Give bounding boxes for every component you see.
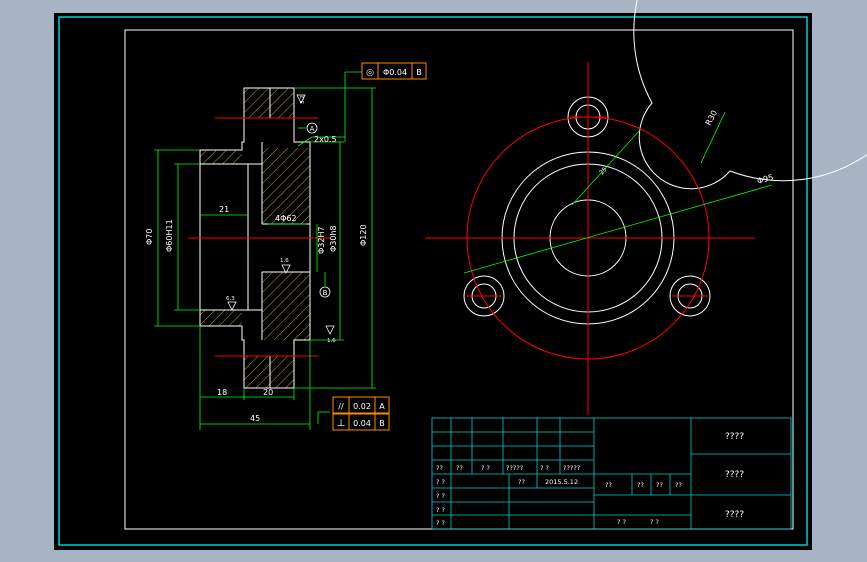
dim-45: 45 (250, 414, 260, 423)
tb-label-7: ? ? (436, 478, 445, 486)
tb-label-14: ?? (637, 481, 644, 489)
dim-d60h11: Φ60H11 (165, 219, 174, 252)
dim-20: 20 (263, 388, 273, 397)
dim-d95: Φ95 (756, 173, 774, 186)
dim-21: 21 (219, 205, 229, 214)
front-view-centerlines (425, 62, 755, 415)
tb-drawing-no: ???? (725, 510, 744, 520)
bolt-hole-left-outer (463, 275, 505, 317)
tb-label-6: ????? (563, 464, 580, 472)
tol-bottom-2-value: 0.04 (353, 419, 371, 428)
tb-label-16: ?? (675, 481, 682, 489)
dim-4d62: 4Φ62 (275, 214, 297, 223)
tolerance-frame-bottom: // 0.02 A ⊥ 0.04 B (332, 396, 390, 431)
dim-chamfer: 2x0.5 (314, 135, 337, 144)
datum-a-label: A (310, 125, 315, 133)
dim-d32h7: Φ32H7 (317, 226, 326, 254)
tb-label-10: ? ? (436, 519, 445, 527)
tb-label-17: ? ? (617, 518, 626, 526)
roughness-1: 3.2 (300, 95, 306, 104)
tol-bottom-2-symbol: ⊥ (337, 418, 346, 429)
title-block-right-texts: ???? ???? ???? (725, 432, 744, 520)
title-block-texts: ?? ?? ? ? ????? ? ? ????? ? ? ? ? ? ? ? … (436, 464, 682, 527)
title-block (431, 417, 792, 530)
tol-bottom-1-symbol: // (338, 402, 344, 411)
tb-label-5: ? ? (540, 464, 549, 472)
roughness-4: 1.6 (327, 338, 336, 344)
tol-top-datum: B (416, 68, 422, 77)
dim-r-small: 25 (598, 166, 608, 176)
roughness-symbols (227, 94, 335, 335)
flange-outline (633, 0, 867, 190)
tb-label-11: ?? (518, 478, 525, 486)
tb-label-3: ? ? (481, 464, 490, 472)
section-centerlines (188, 117, 330, 357)
tb-label-8: ? ? (436, 492, 445, 500)
tb-label-13: ?? (605, 481, 612, 489)
tb-date: 2015.5.12 (545, 478, 578, 486)
tb-label-4: ????? (506, 464, 523, 472)
tol-top-symbol: ◎ (366, 68, 374, 78)
tb-part-name: ???? (725, 432, 744, 442)
dimension-texts: Φ70 Φ60H11 Φ120 Φ30h8 Φ32H7 21 4Φ62 2x0.… (145, 135, 368, 423)
roughness-2: 1.6 (280, 258, 289, 264)
dim-d120: Φ120 (359, 224, 368, 246)
tb-label-9: ? ? (436, 506, 445, 514)
dim-d30h8: Φ30h8 (329, 225, 338, 252)
tol-bottom-2-datum: B (379, 419, 385, 428)
tb-material: ???? (725, 470, 744, 480)
roughness-3: 6.3 (226, 296, 235, 302)
dim-18: 18 (217, 388, 227, 397)
drawing-sheet (54, 13, 812, 550)
datum-b-label: B (323, 289, 328, 297)
tol-top-value: Φ0.04 (383, 68, 407, 77)
tb-label-2: ?? (456, 464, 463, 472)
dim-d70: Φ70 (145, 229, 154, 245)
tol-bottom-1-datum: A (379, 402, 385, 411)
datum-b-circle (319, 286, 331, 298)
bolt-hole-right-outer (669, 275, 711, 317)
front-view-dimensions (463, 111, 773, 274)
roughness-values: 3.2 1.6 6.3 1.6 (226, 95, 336, 344)
section-dimensions (154, 71, 376, 430)
datum-a-circle (306, 122, 318, 134)
outer-border (58, 16, 808, 546)
datum-markers: A B (306, 122, 331, 298)
tol-bottom-1-value: 0.02 (353, 402, 371, 411)
tb-label-18: ? ? (650, 518, 659, 526)
tolerance-frame-top: ◎ Φ0.04 B (361, 62, 427, 80)
tb-label-15: ?? (656, 481, 663, 489)
tb-label-1: ?? (436, 464, 443, 472)
section-view (199, 87, 311, 389)
